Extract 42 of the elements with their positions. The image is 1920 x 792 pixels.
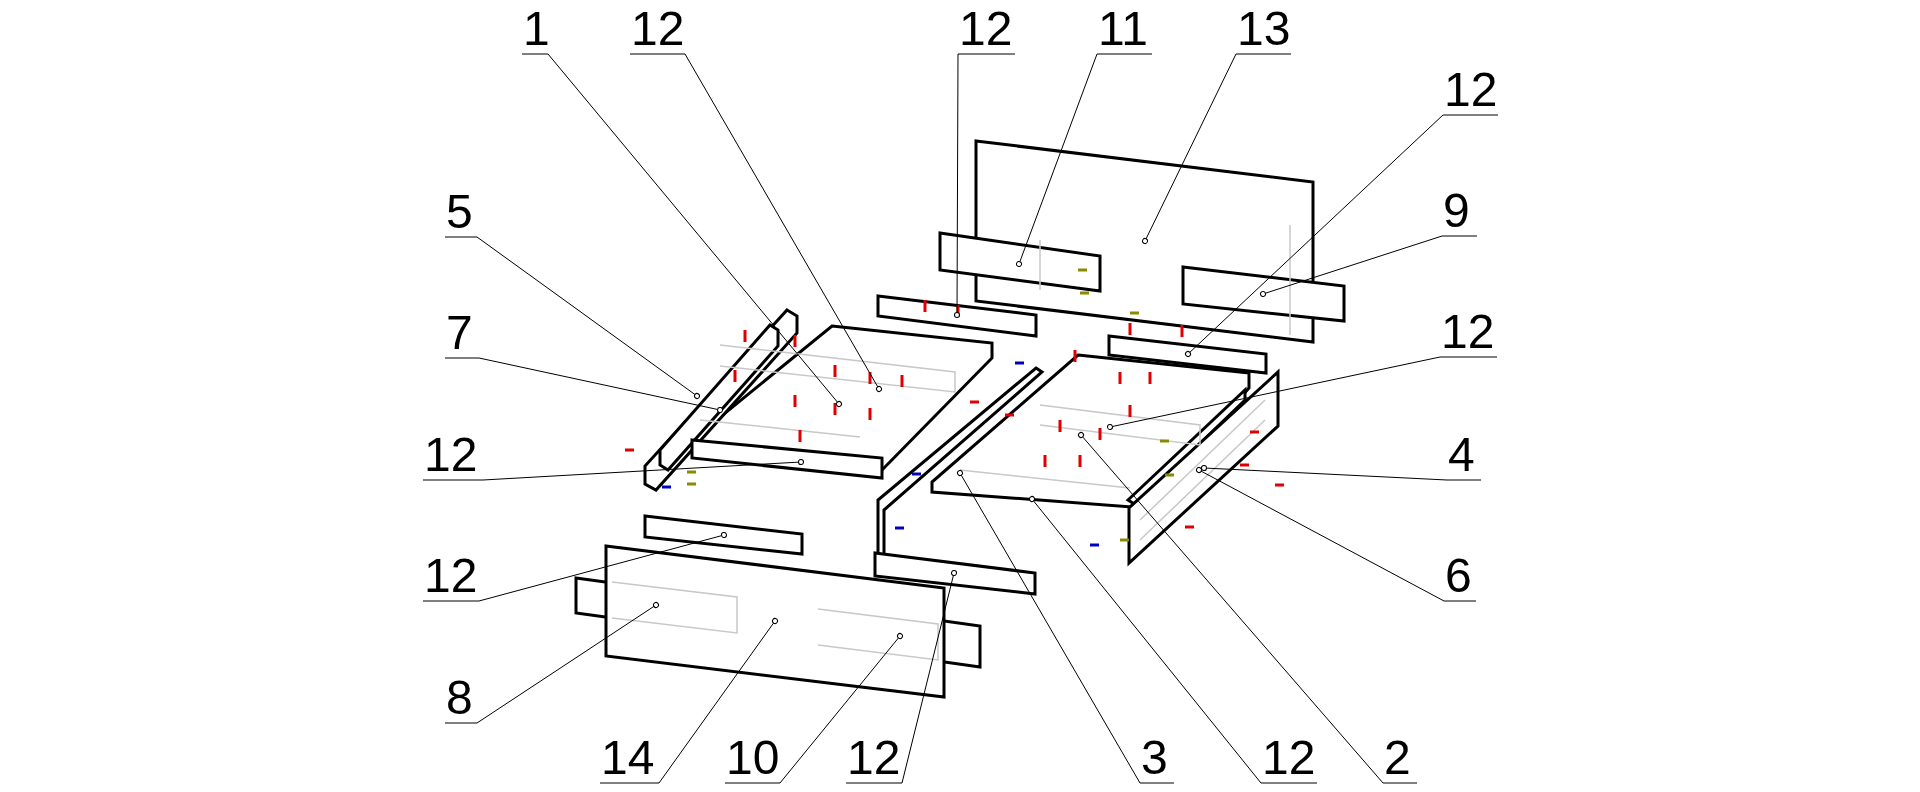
leader-line — [1016, 53, 1153, 267]
callout-number: 7 — [445, 308, 479, 358]
leader-line — [724, 633, 903, 784]
callout-number: 12 — [1443, 65, 1498, 115]
callout-number: 11 — [1097, 4, 1152, 54]
leader-line — [444, 357, 723, 413]
leader-line — [1142, 53, 1292, 244]
leader-line — [1260, 235, 1478, 297]
callout-number: 4 — [1447, 430, 1481, 480]
callout-number: 12 — [423, 551, 479, 601]
leader-line — [957, 470, 1175, 784]
leader-line — [521, 53, 842, 407]
callout-number: 14 — [600, 733, 659, 783]
leader-line — [1107, 356, 1498, 430]
leader-line — [1078, 432, 1418, 784]
leader-line — [845, 570, 957, 784]
leader-line — [954, 53, 1016, 318]
callout-number: 10 — [725, 733, 780, 783]
leader-line — [1185, 114, 1499, 357]
leader-line — [1029, 496, 1318, 784]
leader-line — [422, 459, 804, 481]
callout-number: 12 — [846, 733, 902, 783]
leader-line — [599, 618, 778, 784]
callout-number: 9 — [1442, 186, 1477, 236]
leader-line — [444, 236, 700, 399]
callout-number: 3 — [1140, 733, 1174, 783]
callout-number: 6 — [1444, 551, 1476, 601]
callout-number: 13 — [1236, 4, 1291, 54]
callout-number: 12 — [1440, 307, 1497, 357]
leader-line — [629, 53, 882, 392]
callout-number: 1 — [522, 4, 550, 54]
leader-line — [1201, 465, 1482, 481]
callout-number: 12 — [958, 4, 1015, 54]
leader-line — [1196, 467, 1477, 602]
leader-line — [422, 532, 727, 602]
callout-number: 5 — [445, 187, 477, 237]
callout-number: 8 — [445, 673, 477, 723]
leader-line — [444, 602, 659, 724]
callout-number: 12 — [630, 4, 685, 54]
callout-number: 12 — [1261, 733, 1317, 783]
callout-number: 12 — [423, 430, 483, 480]
callout-number: 2 — [1383, 733, 1417, 783]
